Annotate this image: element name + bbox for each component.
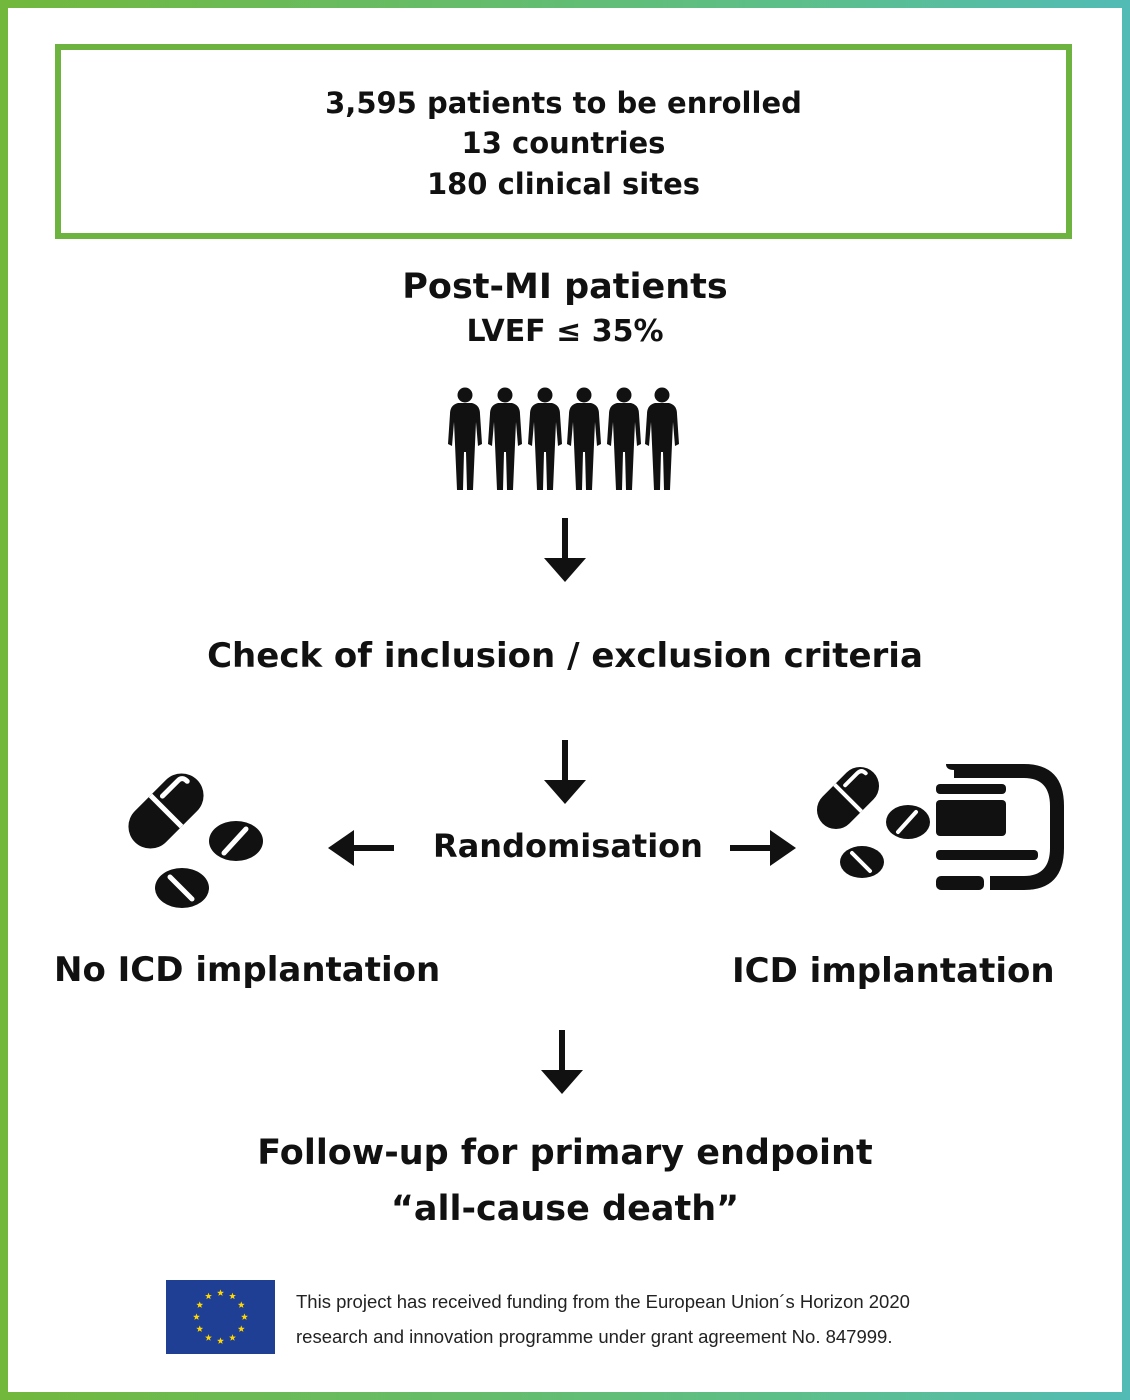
country-count: 13 countries	[461, 126, 666, 160]
eu-star-icon	[229, 1334, 236, 1341]
enrollment-count: 3,595 patients to be enrolled	[325, 86, 802, 120]
funding-line-2: research and innovation programme under …	[296, 1326, 893, 1347]
eu-star-icon	[196, 1325, 204, 1332]
funding-text: This project has received funding from t…	[296, 1284, 996, 1354]
person-silhouette-icon	[448, 387, 482, 490]
site-count: 180 clinical sites	[426, 167, 701, 201]
eu-star-icon	[237, 1301, 245, 1308]
pills-icon	[816, 766, 930, 878]
population-title: Post-MI patients	[402, 267, 728, 307]
person-silhouette-icon	[528, 387, 562, 490]
person-silhouette-icon	[488, 387, 522, 490]
arrow-right-icon	[730, 830, 796, 866]
person-silhouette-icon	[645, 387, 679, 490]
diagram-canvas: 3,595 patients to be enrolled 13 countri…	[8, 8, 1122, 1392]
eu-star-icon	[196, 1301, 204, 1308]
eligibility-check-label: Check of inclusion / exclusion criteria	[207, 636, 923, 676]
pills-icon	[128, 773, 263, 908]
eu-star-icon	[193, 1313, 200, 1320]
enrollment-summary-box: 3,595 patients to be enrolled 13 countri…	[55, 44, 1072, 239]
icd-device-icon	[936, 764, 1064, 890]
eu-star-icon	[205, 1292, 212, 1300]
endpoint-name: “all-cause death”	[390, 1189, 740, 1229]
eu-star-icon	[217, 1337, 224, 1344]
control-arm-label: No ICD implantation	[54, 950, 441, 990]
endpoint-title: Follow-up for primary endpoint	[257, 1133, 873, 1173]
eu-star-icon	[241, 1313, 248, 1320]
arrow-down-icon	[544, 518, 586, 582]
person-silhouette-icon	[607, 387, 641, 490]
eu-star-icon	[205, 1334, 212, 1341]
intervention-arm-label: ICD implantation	[732, 951, 1055, 991]
arrow-down-icon	[541, 1030, 583, 1094]
eu-star-icon	[229, 1292, 236, 1300]
patient-group-icon	[448, 387, 679, 490]
funding-line-1: This project has received funding from t…	[296, 1291, 910, 1312]
person-silhouette-icon	[567, 387, 601, 490]
arrow-down-icon	[544, 740, 586, 804]
eu-star-icon	[237, 1325, 245, 1332]
randomisation-label: Randomisation	[433, 827, 703, 865]
arrow-left-icon	[328, 830, 394, 866]
population-criterion: LVEF ≤ 35%	[466, 314, 664, 349]
funding-acknowledgement: This project has received funding from t…	[166, 1280, 966, 1356]
eu-star-icon	[217, 1289, 224, 1296]
eu-flag-icon	[166, 1280, 275, 1354]
